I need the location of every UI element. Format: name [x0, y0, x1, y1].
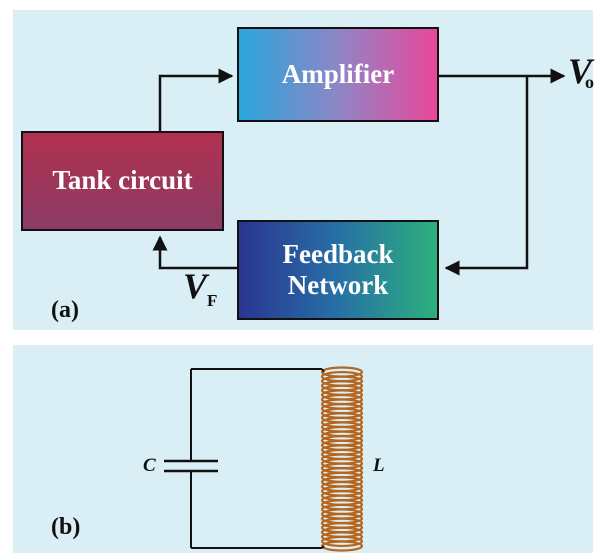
wire-tank-to-amplifier [158, 68, 234, 131]
panel-b-background [13, 345, 593, 553]
amplifier-label: Amplifier [281, 58, 395, 89]
feedback-label-line1: Feedback [282, 238, 394, 269]
amplifier-block: Amplifier [237, 27, 439, 122]
panel-b-label: (b) [51, 514, 81, 540]
output-voltage-subscript: o [585, 72, 594, 92]
feedback-voltage-label: V [183, 266, 208, 306]
coil-lead [321, 368, 325, 373]
feedback-voltage-subscript: F [207, 291, 218, 310]
coil-turn [320, 535, 364, 548]
panel-a-label: (a) [51, 297, 79, 323]
tank-circuit-label: Tank circuit [52, 165, 193, 196]
inductor-label: L [373, 455, 385, 476]
feedback-label-line2: Network [287, 270, 389, 300]
inductor-coil [320, 366, 364, 552]
coil-lead [321, 545, 325, 549]
wire-output-to-feedback [444, 76, 529, 276]
capacitor-label: C [143, 455, 156, 476]
wire-feedback-to-tank [152, 235, 237, 270]
tank-circuit-block: Tank circuit [21, 131, 224, 231]
coil-turn [320, 540, 364, 552]
output-voltage-label: V [568, 51, 593, 91]
feedback-network-block: Feedback Network [237, 220, 439, 320]
